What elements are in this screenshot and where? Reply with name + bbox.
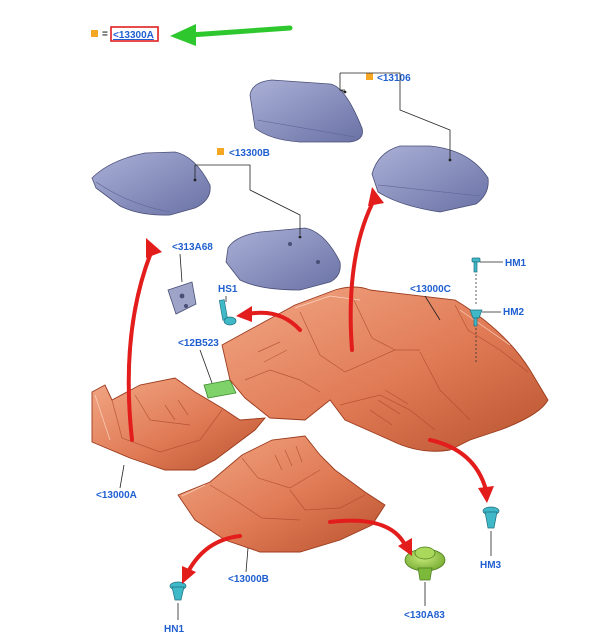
orange-square-icon [217, 148, 224, 155]
clip-hm3 [482, 506, 500, 529]
rear-mat-upper [249, 79, 363, 143]
label-13300b[interactable]: <13300B [229, 148, 270, 159]
carpet-main-13000c [221, 286, 549, 452]
label-313a68[interactable]: <313A68 [172, 242, 213, 253]
label-13000b[interactable]: <13000B [228, 574, 269, 585]
label-hm3[interactable]: HM3 [480, 560, 502, 571]
red-arrow-icon [182, 534, 242, 584]
carpet-left-13000a [91, 377, 267, 471]
legend-link-highlight [110, 26, 159, 42]
label-hm2[interactable]: HM2 [503, 307, 525, 318]
orange-square-icon [366, 73, 373, 80]
red-arrow-icon [348, 187, 384, 352]
screw-hs1 [218, 299, 237, 326]
orange-square-icon [91, 30, 98, 37]
label-130a83[interactable]: <130A83 [404, 610, 445, 621]
label-hn1[interactable]: HN1 [164, 624, 184, 635]
bracket-part [167, 281, 197, 315]
label-12b523[interactable]: <12B523 [178, 338, 219, 349]
legend-part-link[interactable]: <13300A [113, 30, 154, 41]
red-arrow-icon [126, 238, 162, 442]
red-arrow-icon [328, 518, 412, 556]
legend: = <13300A [91, 24, 293, 46]
green-arrow-icon [170, 24, 293, 46]
rear-mat-lower [371, 145, 489, 213]
clip-hm1 [471, 257, 481, 273]
clip-hn1 [169, 581, 187, 601]
label-13106[interactable]: <13106 [377, 73, 411, 84]
clip-hm2 [469, 309, 483, 327]
red-arrow-icon [236, 306, 302, 332]
label-hm1[interactable]: HM1 [505, 258, 527, 269]
red-arrow-icon [428, 438, 494, 503]
front-mat-lower [225, 227, 341, 291]
grommet-130a83 [404, 546, 446, 581]
legend-equals: = [102, 29, 108, 40]
callout-rear-mats: <13106 [339, 72, 452, 162]
label-13000c[interactable]: <13000C [410, 284, 451, 295]
heel-pad [203, 379, 237, 399]
label-hs1[interactable]: HS1 [218, 284, 238, 295]
front-mat-upper [91, 151, 211, 216]
callout-front-mats: <13300B [193, 148, 302, 239]
label-13000a[interactable]: <13000A [96, 490, 137, 501]
